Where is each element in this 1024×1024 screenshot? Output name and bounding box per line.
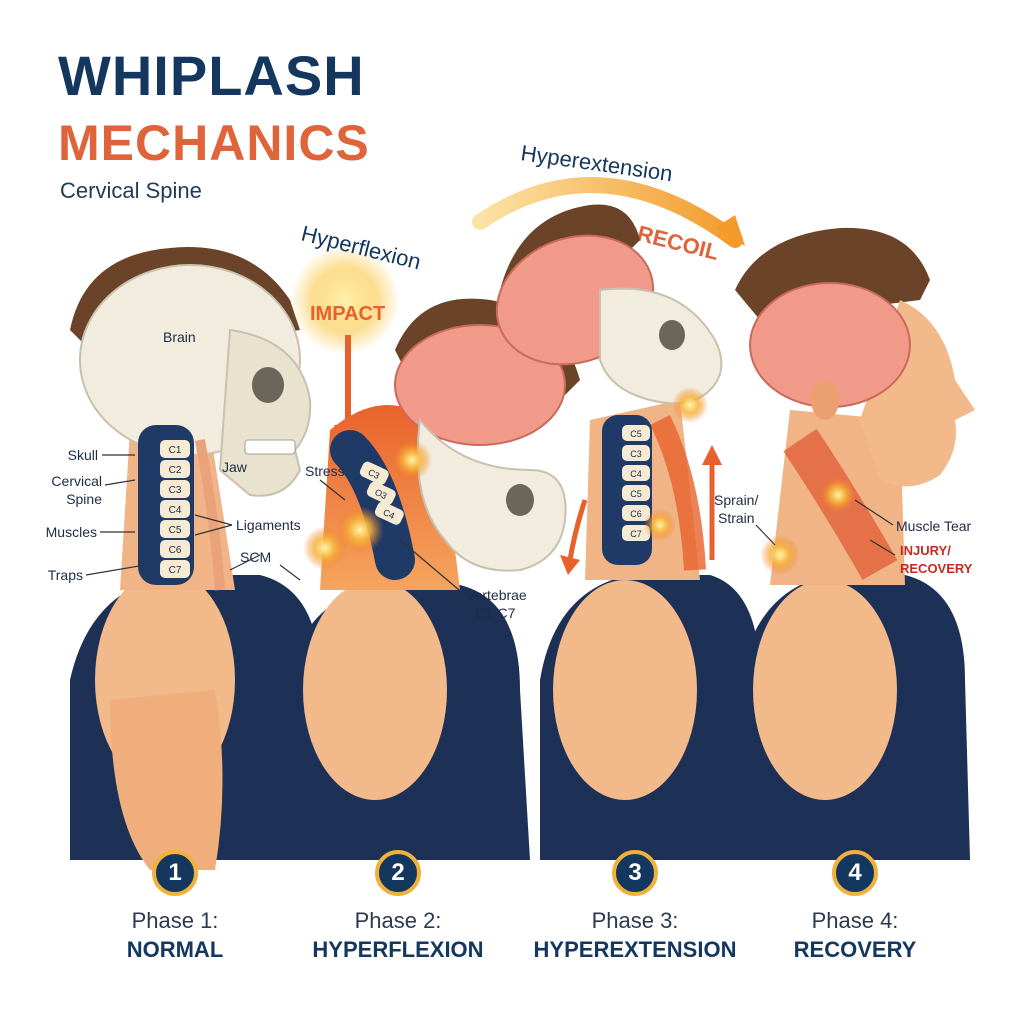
- neck-muscle-3: [650, 415, 706, 571]
- impact-glow: [290, 245, 400, 355]
- phase-1-badge: 1: [152, 850, 198, 896]
- subtitle: Cervical Spine: [60, 178, 202, 203]
- pain-point-2a: [392, 440, 432, 480]
- pain-point-4b: [760, 535, 800, 575]
- phase-3-label: Phase 3:: [591, 908, 679, 933]
- vertebrae-3: C5 C3 C4 C5 C6 C7: [622, 425, 650, 541]
- phase-2-label: Phase 2:: [354, 908, 442, 933]
- shoulder-2: [303, 580, 447, 800]
- label-recovery: RECOVERY: [900, 561, 973, 576]
- phase-1-label: Phase 1:: [131, 908, 219, 933]
- label-cervical: Cervical: [51, 473, 102, 489]
- label-brain: Brain: [163, 329, 196, 345]
- hyperextension-arc: [472, 177, 743, 248]
- eye-socket-1: [252, 367, 284, 403]
- pain-point-3b: [644, 509, 676, 541]
- vertebra-label: C4: [630, 469, 642, 479]
- vertebra-label: O3: [373, 487, 388, 501]
- eye-socket-2: [506, 484, 534, 516]
- vertebra-label: C5: [630, 489, 642, 499]
- phase-3-name: HYPEREXTENSION: [533, 937, 737, 962]
- vertebra-label: C3: [367, 467, 382, 481]
- phase-3-badge: 3: [612, 850, 658, 896]
- shoulder-4: [753, 580, 897, 800]
- eye-socket-3: [659, 320, 685, 350]
- vertebra-label: C7: [630, 529, 642, 539]
- pain-point-2c: [303, 526, 347, 570]
- vertebra-label: C6: [630, 509, 642, 519]
- label-vertebrae: Vertebrae: [466, 587, 527, 603]
- muscle-strip-1: [195, 439, 225, 591]
- teeth-1: [244, 439, 296, 455]
- label-muscles: Muscles: [46, 524, 97, 540]
- skull-2: [416, 417, 567, 572]
- phase-4-name: RECOVERY: [793, 937, 917, 962]
- label-jaw: Jaw: [222, 459, 248, 475]
- vertebra-label: C1: [169, 445, 182, 456]
- vertebra-label: C3: [169, 485, 182, 496]
- label-spine: Spine: [66, 491, 102, 507]
- label-strain: Strain: [718, 510, 755, 526]
- pain-point-3a: [672, 387, 708, 423]
- vertebra-label: C6: [169, 545, 182, 556]
- vertebra-label: C4: [169, 505, 182, 516]
- label-traps: Traps: [48, 567, 83, 583]
- phase-4-label: Phase 4:: [811, 908, 899, 933]
- vertebrae-1: C1 C2 C3 C4 C5 C6 C7: [160, 440, 190, 578]
- label-sprain: Sprain/: [714, 492, 758, 508]
- label-injury: INJURY/: [900, 543, 951, 558]
- shoulder-3: [553, 580, 697, 800]
- label-stress: Stress: [305, 463, 345, 479]
- vertebra-label: C2: [169, 465, 182, 476]
- vertebra-label: C7: [169, 565, 182, 576]
- title-mechanics: MECHANICS: [58, 115, 370, 171]
- phase-1-figure: C1 C2 C3 C4 C5 C6 C7: [70, 247, 330, 1024]
- recoil-arrowhead-up: [702, 445, 722, 465]
- phase-2-figure: C3 O3 C4: [279, 298, 580, 1024]
- arm-1: [110, 690, 223, 870]
- pain-point-4a: [820, 477, 856, 513]
- phase-2-badge: 2: [375, 850, 421, 896]
- label-vertebrae-range: C1-C7: [475, 605, 516, 621]
- vertebra-label: C5: [630, 429, 642, 439]
- vertebrae-2: C3 O3 C4: [359, 461, 404, 525]
- vertebra-label: C3: [630, 449, 642, 459]
- label-skull: Skull: [68, 447, 98, 463]
- title-whiplash: WHIPLASH: [58, 44, 365, 107]
- vertebra-label: C5: [169, 525, 182, 536]
- label-ligaments: Ligaments: [236, 517, 301, 533]
- label-impact: IMPACT: [310, 303, 385, 325]
- phase-4-badge: 4: [832, 850, 878, 896]
- recoil-arrowhead-down: [560, 555, 580, 575]
- label-scm: SCM: [240, 549, 271, 565]
- phase-3-figure: C5 C3 C4 C5 C6 C7: [495, 204, 765, 1024]
- skull-3: [599, 287, 723, 405]
- phase-1-name: NORMAL: [126, 937, 224, 962]
- ear-4: [811, 380, 839, 420]
- phase-4-figure: [735, 227, 975, 1024]
- pain-point-2b: [336, 506, 384, 554]
- phase-2-name: HYPERFLEXION: [312, 937, 484, 962]
- vertebra-label: C4: [382, 507, 397, 521]
- arc-arrowhead: [715, 215, 745, 246]
- recoil-arrow-down: [567, 499, 588, 561]
- label-muscle-tear: Muscle Tear: [896, 518, 972, 534]
